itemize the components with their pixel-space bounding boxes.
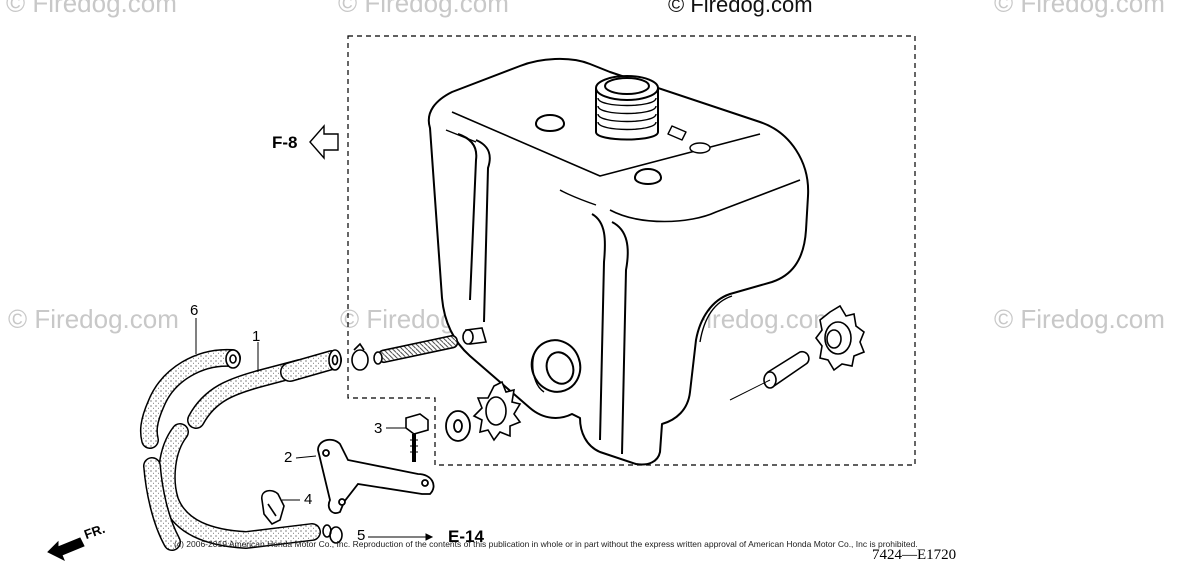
watermark-top-left: © Firedog.com	[6, 0, 177, 18]
front-direction-arrow-icon	[47, 537, 85, 562]
fuel-strainer	[351, 334, 459, 371]
assembly-boundary	[347, 35, 916, 466]
diagram-code: 7424—E1720	[872, 547, 957, 563]
breather-tube	[139, 348, 241, 551]
callout-6: 6	[190, 302, 199, 319]
ref-f8[interactable]: F-8	[272, 133, 298, 152]
filter-nut-left	[472, 380, 522, 442]
f8-arrow-icon	[309, 124, 339, 160]
joint-bolt	[462, 327, 488, 345]
washer	[445, 410, 471, 442]
fuel-tube	[157, 349, 342, 550]
copyright-notice: (c) 2006-2019 American Honda Motor Co., …	[174, 539, 918, 549]
filter-nut-right	[815, 304, 866, 372]
hose-bracket	[317, 438, 435, 514]
watermark-mid-left: © Firedog.com	[8, 304, 179, 334]
watermark-top-right: © Firedog.com	[994, 0, 1165, 18]
callout-3: 3	[374, 420, 383, 437]
hose-clamp	[261, 489, 285, 526]
watermark-top-center: © Firedog.com	[668, 0, 813, 17]
hose-clip	[322, 524, 343, 544]
watermark-top-mid: © Firedog.com	[338, 0, 509, 18]
callout-1: 1	[252, 328, 261, 345]
flange-bolt	[405, 413, 429, 462]
leader-lines	[195, 318, 434, 541]
callout-4: 4	[304, 491, 313, 508]
spacer	[763, 350, 810, 389]
fuel-tank	[427, 57, 810, 466]
ref-e14[interactable]: E-14	[448, 527, 484, 546]
callout-5: 5	[357, 527, 366, 544]
callout-2: 2	[284, 449, 293, 466]
watermark-mid-right-2: © Firedog.com	[994, 304, 1165, 334]
